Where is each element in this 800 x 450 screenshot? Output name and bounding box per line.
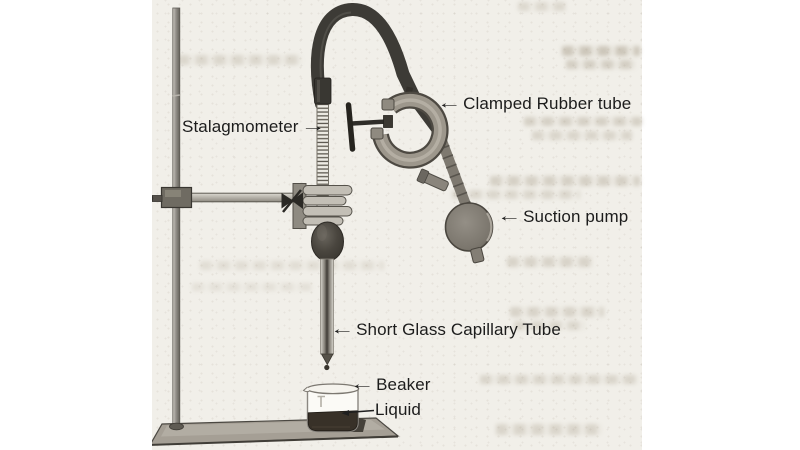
suction-pump-bulb [444, 202, 494, 264]
bleed-through-artifact [496, 424, 602, 435]
arrow-left-icon: ← [496, 207, 522, 225]
bleed-through-artifact [178, 55, 302, 65]
label-stalagmometer: Stalagmometer → [182, 117, 325, 137]
bleed-through-artifact [524, 117, 642, 126]
stand-rod [172, 7, 181, 439]
stand-rod-joint [172, 94, 180, 97]
liquid-connector-line [341, 409, 375, 416]
label-clamped-rubber-tube-text: Clamped Rubber tube [463, 94, 632, 113]
arrow-left-icon: ← [349, 375, 375, 393]
scanned-page: Stalagmometer → ← Clamped Rubber tube ← … [152, 0, 642, 450]
liquid-in-beaker [307, 410, 358, 432]
bleed-through-artifact [562, 46, 640, 56]
pump-side-arm [416, 168, 449, 192]
bleed-through-artifact [490, 176, 640, 186]
arrow-right-icon: → [300, 117, 326, 135]
bleed-through-artifact [507, 257, 593, 267]
bleed-through-artifact [518, 2, 566, 11]
label-suction-pump: ← Suction pump [497, 207, 629, 227]
stand-base [152, 416, 400, 446]
bleed-through-artifact [192, 283, 312, 291]
capillary-tube [320, 258, 334, 371]
rod-foot [169, 422, 184, 431]
arrow-left-icon: ← [329, 320, 355, 338]
bleed-through-artifact [566, 60, 636, 69]
stalagmometer-holder-clamp [281, 183, 353, 229]
clamp-screw [351, 119, 388, 126]
liquid-drop [324, 364, 330, 371]
arrow-left-icon: ← [436, 94, 462, 112]
label-liquid-text: Liquid [375, 400, 421, 419]
beaker [302, 383, 360, 433]
label-beaker: ← Beaker [350, 375, 431, 395]
bleed-through-artifact [532, 131, 632, 140]
label-suction-pump-text: Suction pump [523, 207, 629, 226]
stalagmometer-bulb [311, 221, 344, 262]
bleed-through-artifact [452, 190, 580, 199]
label-capillary-tube: ← Short Glass Capillary Tube [330, 320, 561, 340]
c-clamp [345, 91, 449, 169]
label-beaker-text: Beaker [376, 375, 431, 394]
bleed-through-artifact [514, 321, 586, 330]
bleed-through-artifact [480, 375, 638, 384]
boss-screw-knob [152, 195, 154, 202]
label-clamped-rubber-tube: ← Clamped Rubber tube [437, 94, 632, 114]
label-liquid: Liquid [375, 400, 421, 420]
label-stalagmometer-text: Stalagmometer [182, 117, 299, 136]
rubber-sleeve [314, 77, 332, 105]
beaker-spout [302, 386, 310, 393]
label-capillary-tube-text: Short Glass Capillary Tube [356, 320, 561, 339]
holder-screw [281, 193, 293, 209]
clamp-t-handle [345, 102, 356, 152]
boss-head [152, 186, 193, 209]
bleed-through-artifact [200, 261, 384, 270]
bleed-through-artifact [510, 307, 604, 317]
beaker-graduation-mark [317, 395, 325, 407]
apparatus-drawing [152, 3, 494, 446]
